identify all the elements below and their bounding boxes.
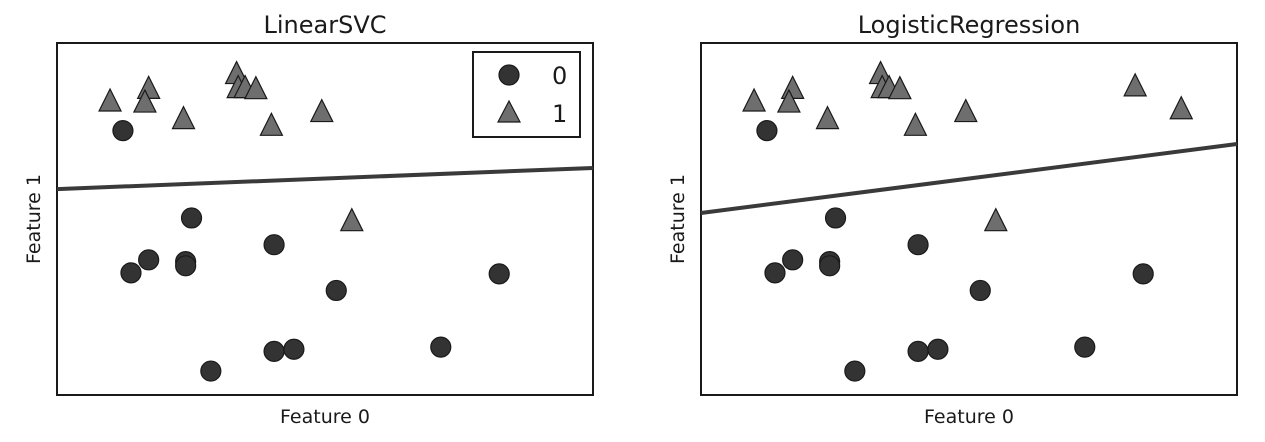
- scatter-point-class-1-logisticregression-7: [887, 75, 912, 100]
- scatter-point-class-0-linearsvc-2: [263, 234, 285, 256]
- scatter-point-class-0-linearsvc-9: [263, 340, 285, 362]
- scatter-point-class-1-linearsvc-0: [98, 87, 123, 112]
- scatter-point-class-1-linearsvc-9: [309, 98, 334, 123]
- scatter-point-class-0-logisticregression-6: [764, 262, 786, 284]
- decision-boundary-logisticregression: [700, 142, 1238, 215]
- scatter-point-class-0-linearsvc-5: [175, 255, 197, 277]
- plot-area-logisticregression: [700, 42, 1238, 396]
- scatter-point-class-0-logisticregression-7: [969, 279, 991, 302]
- legend: 0 1: [472, 51, 581, 138]
- data-marks-logisticregression: [700, 60, 1238, 382]
- scatter-point-class-0-logisticregression-9: [907, 340, 929, 362]
- scatter-point-class-0-logisticregression-3: [782, 249, 804, 271]
- legend-marker-class-1: [497, 99, 521, 123]
- scatter-point-class-1-linearsvc-3: [171, 105, 196, 130]
- scatter-point-class-1-logisticregression-0: [742, 87, 767, 112]
- legend-frame: [472, 51, 581, 138]
- scatter-point-class-1-linearsvc-1: [136, 75, 161, 99]
- scatter-point-class-0-logisticregression-10: [927, 338, 949, 360]
- y-axis-label-linearsvc: Feature 1: [23, 174, 45, 264]
- scatter-point-class-0-linearsvc-6: [120, 262, 142, 284]
- scatter-point-class-1-logisticregression-11: [1123, 72, 1148, 97]
- chart-linearsvc: LinearSVC 0 1 Feature 0 Feature 1: [23, 11, 594, 428]
- scatter-point-class-0-linearsvc-12: [200, 360, 222, 382]
- scatter-point-class-0-linearsvc-0: [112, 120, 134, 142]
- scatter-point-class-0-logisticregression-8: [1132, 263, 1154, 285]
- scatter-point-class-0-logisticregression-5: [819, 255, 841, 277]
- scatter-point-class-0-linearsvc-7: [325, 279, 347, 302]
- scatter-point-class-1-linearsvc-8: [259, 111, 284, 136]
- scatter-point-class-1-logisticregression-8: [903, 111, 928, 136]
- data-marks-linearsvc: [56, 60, 594, 382]
- plot-area-linearsvc: [56, 42, 594, 396]
- scatter-point-class-0-logisticregression-12: [844, 360, 866, 382]
- decision-boundary-linearsvc: [56, 165, 594, 192]
- scatter-point-class-0-logisticregression-11: [1074, 336, 1096, 358]
- scatter-point-class-1-logisticregression-3: [815, 105, 840, 130]
- y-axis-label-logisticregression: Feature 1: [667, 174, 689, 264]
- scatter-point-class-1-logisticregression-10: [983, 207, 1008, 232]
- chart-logisticregression: LogisticRegression Feature 0 Feature 1: [667, 11, 1238, 428]
- scatter-point-class-1-linearsvc-7: [243, 75, 268, 100]
- scatter-point-class-0-linearsvc-10: [283, 338, 305, 360]
- scatter-point-class-0-linearsvc-8: [488, 263, 510, 285]
- scatter-point-class-1-logisticregression-12: [1169, 95, 1194, 120]
- chart-title-linearsvc: LinearSVC: [264, 11, 387, 39]
- scatter-point-class-1-linearsvc-10: [339, 207, 364, 232]
- scatter-point-class-0-logisticregression-1: [824, 207, 847, 229]
- legend-label-class-1: 1: [552, 100, 567, 128]
- chart-title-logisticregression: LogisticRegression: [858, 11, 1081, 39]
- scatter-point-class-0-logisticregression-0: [756, 120, 778, 142]
- scatter-point-class-1-logisticregression-9: [953, 98, 978, 123]
- scatter-point-class-0-linearsvc-3: [138, 249, 160, 271]
- x-axis-label-linearsvc: Feature 0: [280, 406, 370, 428]
- scatter-point-class-0-linearsvc-11: [430, 336, 452, 358]
- scatter-point-class-0-linearsvc-1: [180, 207, 203, 229]
- scatter-point-class-1-linearsvc-2: [132, 88, 157, 113]
- scatter-point-class-1-logisticregression-2: [776, 88, 801, 113]
- scatter-point-class-1-logisticregression-1: [780, 75, 805, 99]
- legend-label-class-0: 0: [552, 62, 567, 90]
- x-axis-label-logisticregression: Feature 0: [924, 406, 1014, 428]
- legend-marker-class-0: [498, 64, 520, 86]
- scatter-point-class-0-logisticregression-2: [907, 234, 929, 256]
